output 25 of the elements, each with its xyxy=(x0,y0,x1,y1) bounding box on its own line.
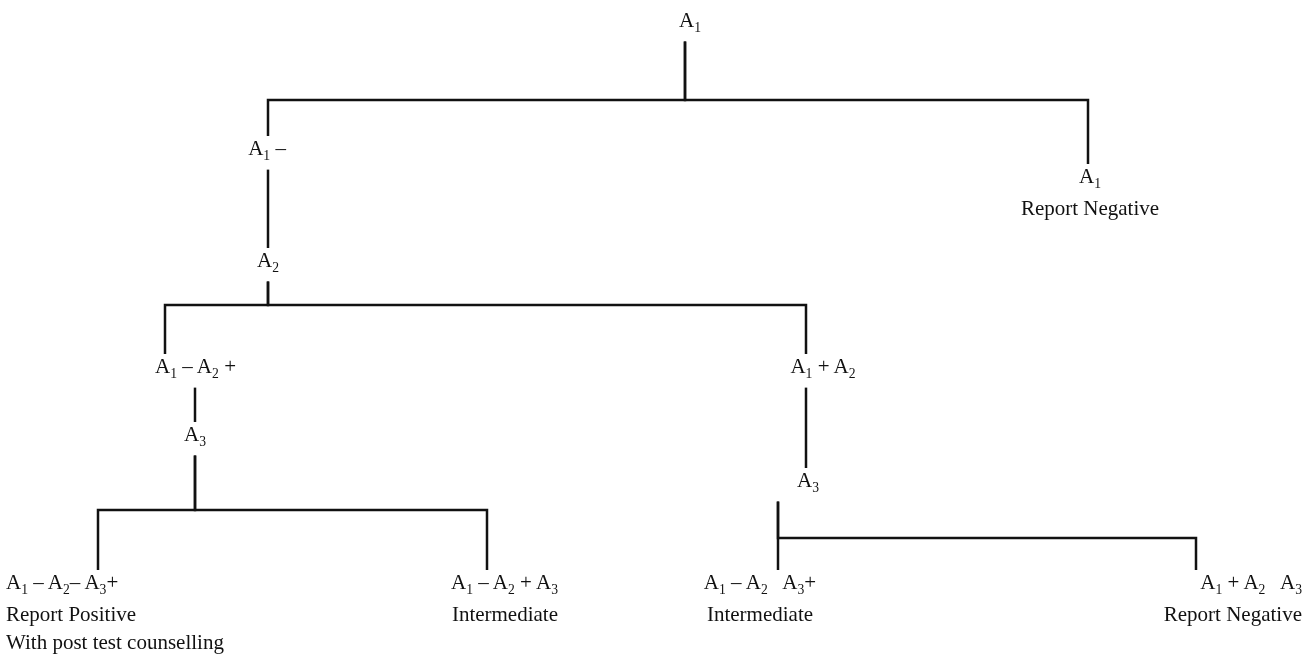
formula-text: A$_{2}$ xyxy=(256,247,280,278)
formula-text: A$_{1}$ – A$_{2}$ + A$_{3}$ xyxy=(449,569,558,600)
connector-line xyxy=(683,41,1090,164)
connector-line xyxy=(193,387,197,422)
connector-line xyxy=(776,501,1198,570)
formula-text: A$_{1}$ – xyxy=(247,135,287,166)
connector-line xyxy=(266,169,270,248)
result-text: Report Positive xyxy=(6,600,138,628)
formula-text: A$_{1}$ – A$_{2}$ + xyxy=(154,353,237,384)
formula-text: A$_{1}$ + A$_{2}$ xyxy=(789,353,857,384)
formula-text: A$_{1}$ – A$_{2}$ A$_{3}$+ xyxy=(702,569,818,600)
result-text: Intermediate xyxy=(450,600,558,628)
result-text: Report Negative xyxy=(1162,600,1302,628)
formula-text: A$_{3}$ xyxy=(796,467,820,498)
result-text: Intermediate xyxy=(705,600,815,628)
formula-text: A$_{1}$ xyxy=(678,7,702,38)
connector-line xyxy=(193,455,489,570)
result-text: With post test counselling xyxy=(6,628,225,656)
formula-text: A$_{1}$ + A$_{2}$ A$_{3}$ xyxy=(1199,569,1302,600)
formula-text: A$_{3}$ xyxy=(183,421,207,452)
connector-line xyxy=(804,387,808,468)
formula-text: A$_{1}$ – A$_{2}$– A$_{3}$+ xyxy=(6,569,120,600)
result-text: Report Negative xyxy=(1019,194,1161,222)
connector-line xyxy=(266,281,808,354)
formula-text: A$_{1}$ xyxy=(1078,163,1102,194)
